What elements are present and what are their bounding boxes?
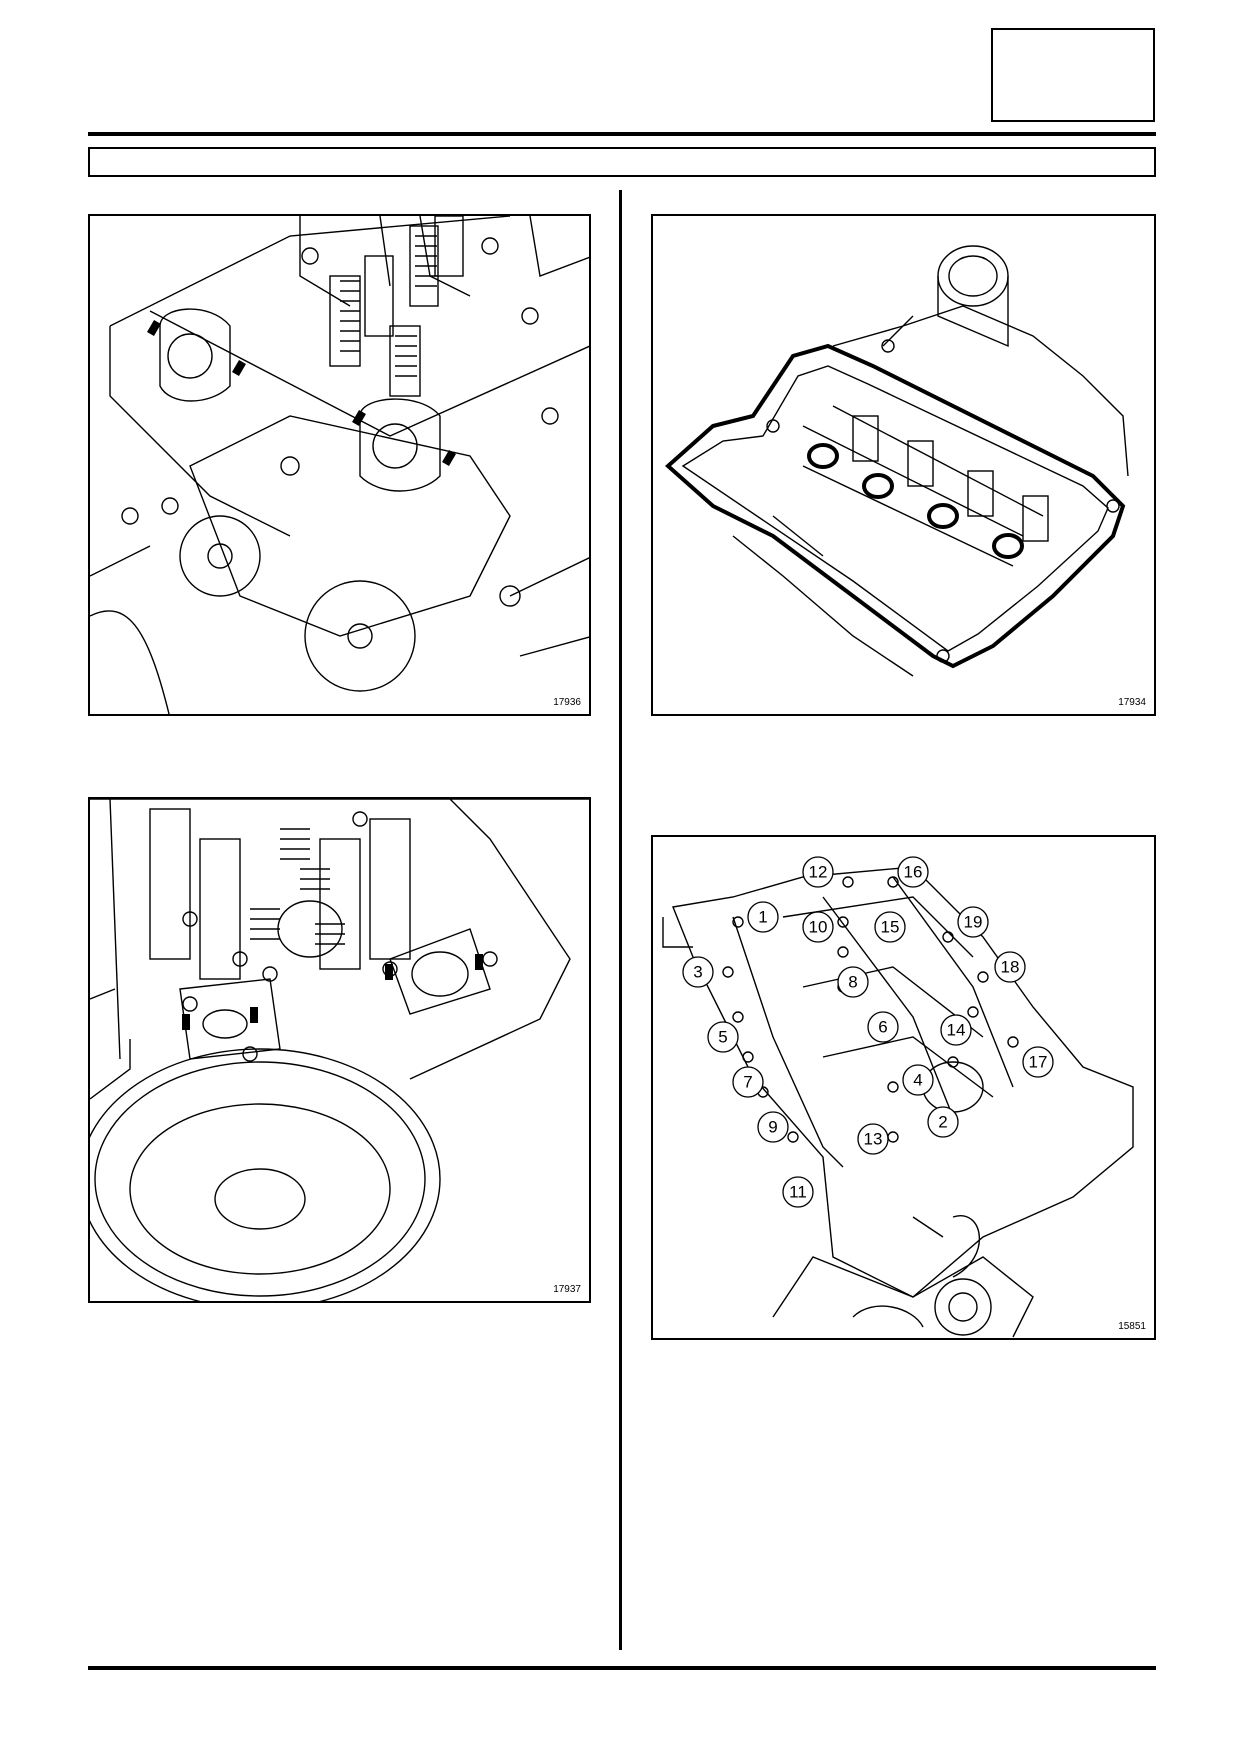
engine-illustration-flywheel	[90, 799, 589, 1301]
figure-reference: 17936	[553, 697, 581, 708]
callout-15: 15	[881, 918, 900, 937]
engine-illustration-cover	[664, 245, 1129, 677]
callout-11: 11	[789, 1183, 807, 1202]
callout-5: 5	[718, 1028, 727, 1047]
figure-reference: 15851	[1118, 1321, 1146, 1332]
footer-rule	[88, 1666, 1156, 1670]
callout-2: 2	[938, 1113, 947, 1132]
callout-6: 6	[878, 1018, 887, 1037]
callout-19: 19	[964, 913, 983, 932]
figure-reference: 17934	[1118, 697, 1146, 708]
engine-illustration-camshaft	[90, 216, 589, 714]
column-divider	[619, 190, 622, 1650]
callout-18: 18	[1001, 958, 1020, 977]
callout-12: 12	[809, 863, 828, 882]
callout-13: 13	[864, 1130, 883, 1149]
figure-rocker-cover: 17934	[651, 214, 1156, 716]
callout-4: 4	[913, 1071, 922, 1090]
page-number-box	[991, 28, 1155, 122]
bolt-callouts: 12 16 1 10 15 19 3 8 18 5 6 14 17 7 4 9 …	[682, 856, 1054, 1208]
callout-9: 9	[768, 1118, 777, 1137]
callout-1: 1	[758, 908, 767, 927]
section-title-bar	[88, 147, 1156, 177]
header-rule	[88, 132, 1156, 136]
figure-reference: 17937	[553, 1284, 581, 1295]
callout-3: 3	[693, 963, 702, 982]
callout-16: 16	[904, 863, 923, 882]
callout-17: 17	[1029, 1053, 1048, 1072]
figure-camshaft-caps: 17936	[88, 214, 591, 716]
engine-illustration-bolt-order: 12 16 1 10 15 19 3 8 18 5 6 14 17 7 4 9 …	[662, 856, 1134, 1338]
figure-tightening-order: 12 16 1 10 15 19 3 8 18 5 6 14 17 7 4 9 …	[651, 835, 1156, 1340]
callout-8: 8	[848, 973, 857, 992]
callout-14: 14	[947, 1021, 966, 1040]
callout-10: 10	[809, 918, 828, 937]
callout-7: 7	[743, 1073, 752, 1092]
figure-camshaft-flywheel: 17937	[88, 797, 591, 1303]
